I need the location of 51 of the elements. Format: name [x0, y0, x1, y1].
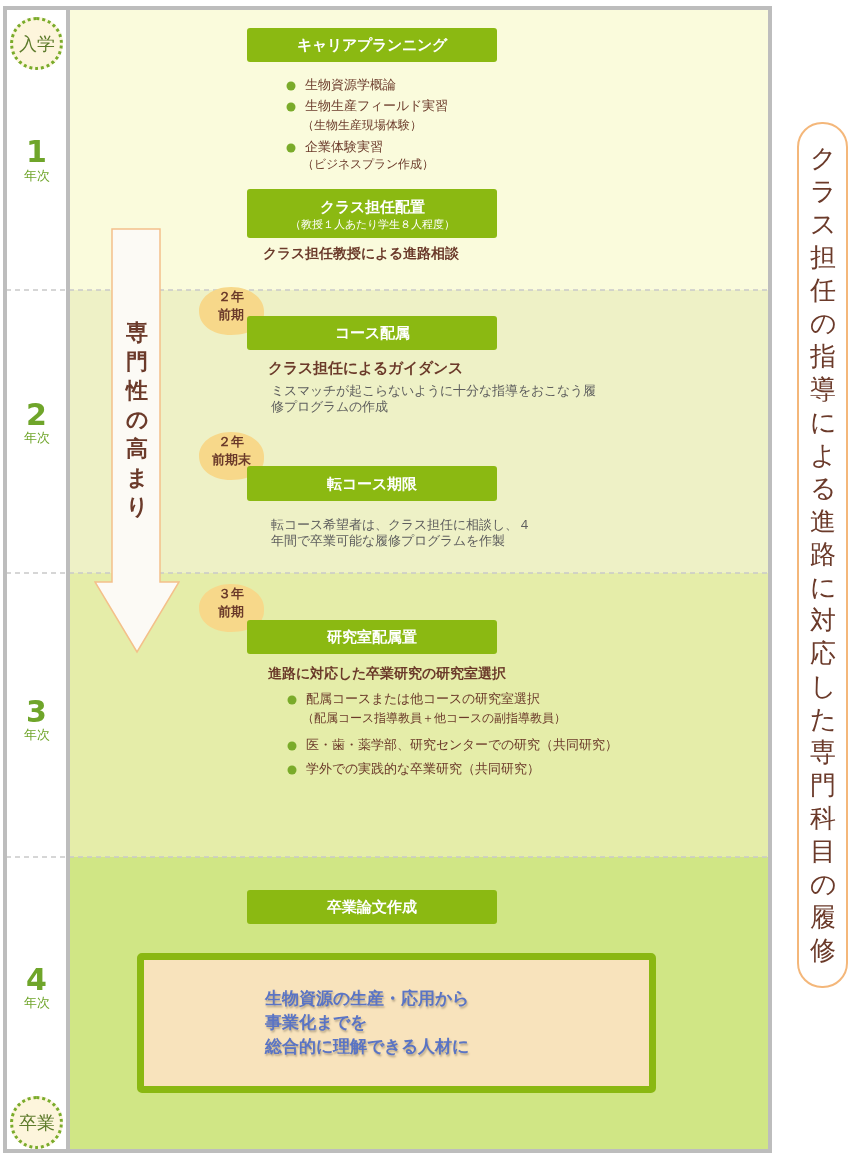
- step-title: 卒業論文作成: [327, 897, 417, 917]
- step-title: コース配属: [334, 323, 410, 343]
- year-number: 1: [25, 133, 48, 169]
- course-detail: （生物生産現場体験）: [302, 118, 422, 133]
- course-item: 配属コースまたは他コースの研究室選択: [306, 691, 540, 708]
- step-banner: [247, 316, 497, 350]
- year-unit: 年次: [22, 168, 51, 185]
- step-title: キャリアプランニング: [297, 35, 447, 55]
- step-title: クラス担任配置: [319, 196, 425, 217]
- year-number: 4: [26, 961, 47, 997]
- course-item: 企業体験実習: [305, 139, 383, 156]
- year-unit: 年次: [22, 995, 51, 1012]
- note-text: ミスマッチが起こらないように十分な指導をおこなう履修プログラムの作成: [271, 383, 597, 416]
- year-unit: 年次: [22, 727, 51, 744]
- activity-text: クラス担任によるガイダンス: [268, 359, 463, 379]
- course-item: 医・歯・薬学部、研究センターでの研究（共同研究）: [306, 737, 618, 754]
- year-number: 2: [26, 396, 47, 432]
- activity-text: クラス担任教授による進路相談: [263, 245, 459, 263]
- goal-text: 生物資源の生産・応用から: [265, 987, 469, 1010]
- step-note: （教授１人あたり学生８人程度）: [289, 216, 455, 231]
- side-panel: [797, 122, 848, 988]
- note-text: 転コース希望者は、クラス担任に相談し、４年間で卒業可能な履修プログラムを作製: [271, 517, 531, 550]
- course-detail: （ビジネスプラン作成）: [302, 157, 434, 172]
- step-title: 転コース期限: [327, 473, 417, 494]
- period-label: 前期: [217, 603, 245, 621]
- goal-box: [137, 953, 656, 1093]
- year-number: 3: [26, 693, 47, 729]
- milestone-label: 卒業: [18, 1110, 55, 1135]
- period-label: ３年: [217, 585, 245, 603]
- arrow-label: 専門性の高まり: [126, 319, 148, 521]
- course-item: 生物生産フィールド実習: [305, 98, 448, 115]
- milestone-label: 入学: [18, 31, 55, 56]
- side-text: クラス担任の指導による進路に対応した専門科目の履修: [809, 142, 836, 967]
- step-title: 研究室配属置: [327, 627, 417, 647]
- course-item: 生物資源学概論: [305, 77, 396, 94]
- year-unit: 年次: [22, 430, 51, 447]
- progress-arrow: [94, 228, 180, 654]
- step-banner: [247, 28, 497, 62]
- goal-text: 総合的に理解できる人材に: [265, 1035, 469, 1058]
- period-label: ２年: [217, 288, 245, 306]
- period-label: ２年: [217, 433, 245, 451]
- activity-text: 進路に対応した卒業研究の研究室選択: [268, 665, 506, 683]
- step-banner: [247, 466, 497, 501]
- period-label: 前期: [217, 306, 245, 324]
- step-banner: [247, 189, 497, 238]
- step-banner: [247, 890, 497, 924]
- goal-text: 事業化までを: [265, 1011, 367, 1034]
- course-item: 学外での実践的な卒業研究（共同研究）: [306, 761, 540, 778]
- course-detail: （配属コース指導教員＋他コースの副指導教員）: [302, 711, 566, 726]
- period-label: 前期末: [210, 451, 252, 469]
- step-banner: [247, 620, 497, 654]
